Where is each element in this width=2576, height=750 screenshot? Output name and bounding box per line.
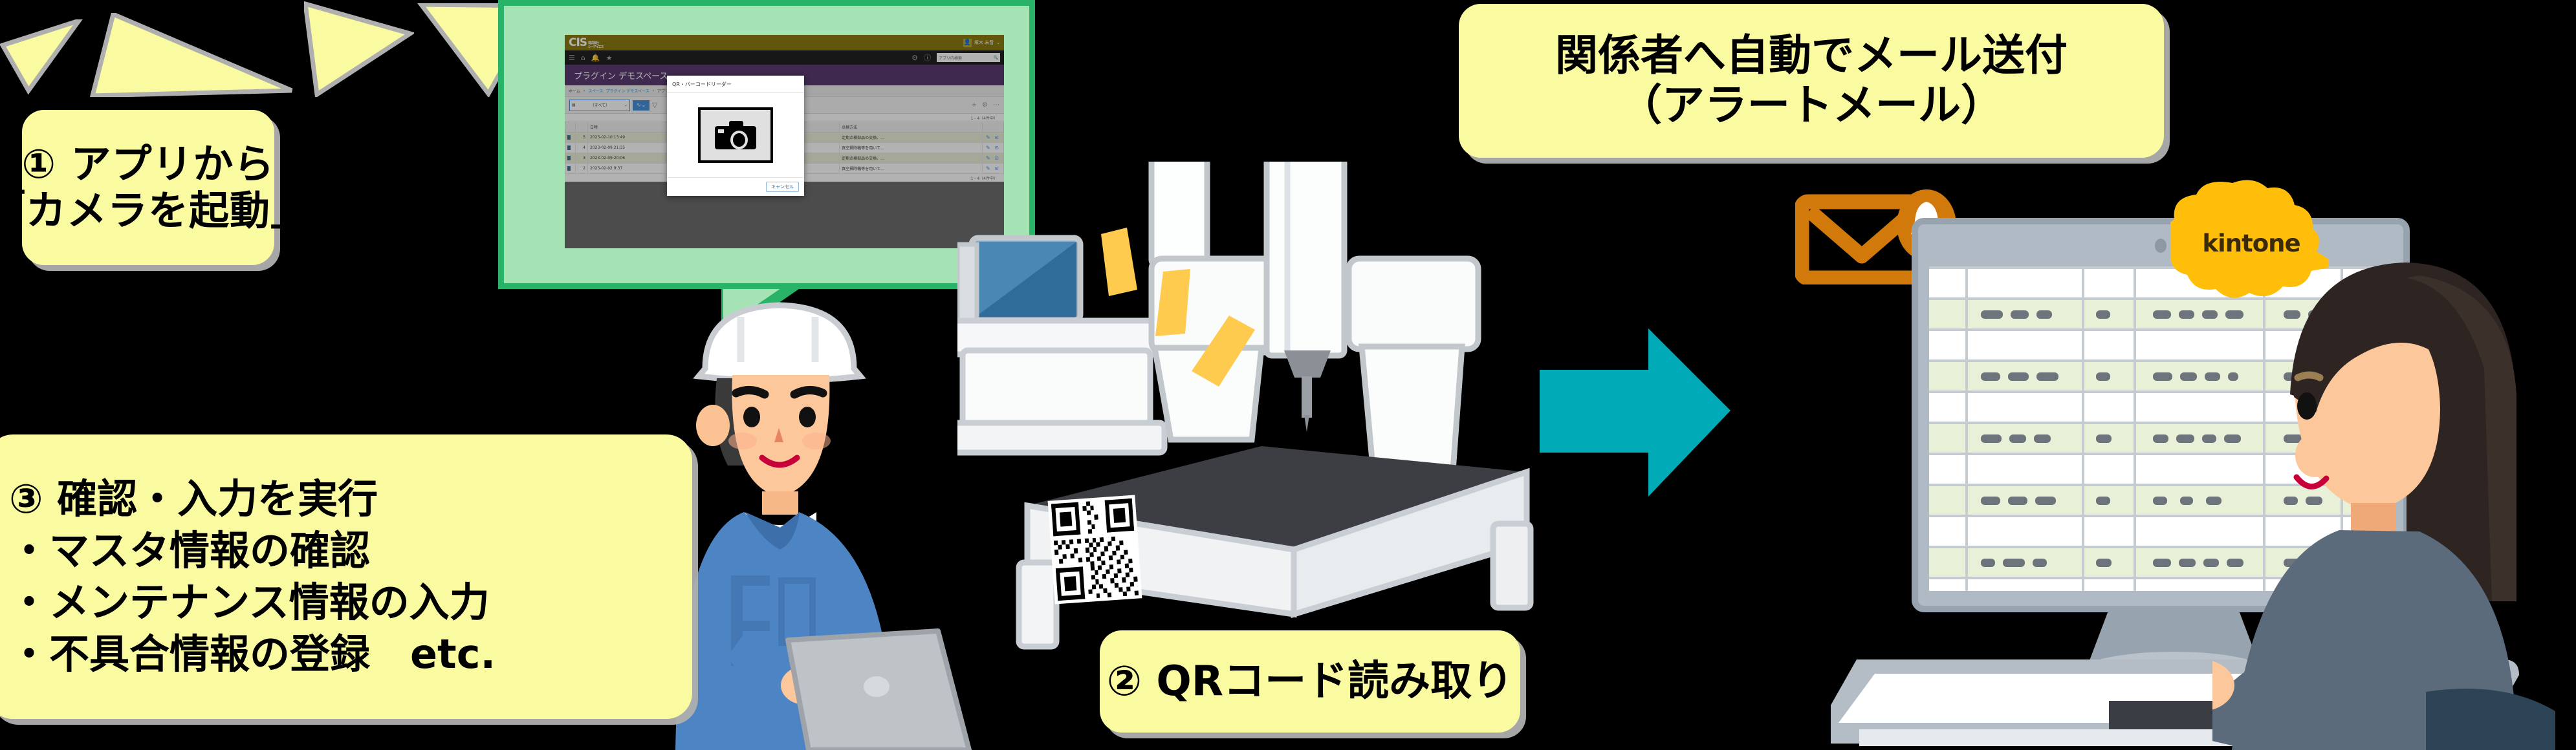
row-method: 定期点検部品の交換、… [839, 132, 983, 143]
search-input[interactable]: アプリ内検索 🔍 [937, 53, 1000, 62]
cancel-button[interactable]: キャンセル [766, 182, 799, 192]
step3-line-3: ・メンテナンス情報の入力 [9, 579, 490, 626]
step4-line-1: 関係者へ自動でメール送付 [1555, 30, 2068, 81]
qr-code-icon [1047, 495, 1142, 605]
app-global-nav: ☰ ⌂ 🔔 ★ ⚙ ⓘ アプリ内検索 🔍 [565, 50, 1004, 65]
row-status [565, 163, 576, 174]
user-menu[interactable]: 👤 塚木 未音 ⌄ [963, 38, 1000, 47]
chevron-down-icon[interactable]: ⌄ [624, 103, 628, 107]
col-status [565, 122, 576, 133]
breadcrumb-sep-2: › [652, 89, 655, 93]
row-status [565, 142, 576, 153]
menu-icon[interactable]: ☰ [569, 53, 575, 62]
right-arrow-icon [1540, 328, 1730, 497]
row-no: 2 [575, 163, 588, 174]
graph-icon[interactable]: ∿⌄ [633, 100, 649, 111]
row-no: 5 [575, 132, 588, 143]
coordinate-measuring-machine-illustration [957, 162, 1534, 650]
modal-footer: キャンセル [667, 177, 804, 196]
cis-logo-text: CIS [569, 36, 587, 49]
view-select[interactable]: ▤ （すべて） ⌄ [569, 99, 630, 111]
row-actions[interactable]: ✎ ⊙ [982, 132, 1004, 143]
ellipsis-icon[interactable]: ⋯ [993, 102, 999, 109]
cis-logo: CIS 株式会社 シーアイエス [569, 36, 604, 49]
step2-callout: ② QRコード読み取り [1100, 630, 1520, 733]
plus-icon[interactable]: + [971, 102, 977, 109]
view-select-value: （すべて） [590, 103, 609, 108]
row-no: 4 [575, 142, 588, 153]
breadcrumb-sep-1: › [583, 89, 585, 93]
step4-line-2: （アラートメール） [1619, 80, 2003, 130]
step2-line-1: ② QRコード読み取り [1106, 657, 1514, 705]
modal-body [667, 93, 804, 177]
row-actions[interactable]: ✎ ⊙ [982, 163, 1004, 174]
app-header: CIS 株式会社 シーアイエス 👤 塚木 未音 ⌄ [565, 35, 1004, 50]
kintone-badge [2170, 180, 2329, 298]
cis-logo-sub-top: 株式会社 [588, 41, 599, 45]
filter-icon[interactable]: ▽ [652, 101, 658, 109]
callout-3-tail [303, 1, 416, 98]
kintone-label: kintone [2202, 230, 2300, 257]
row-status [565, 153, 576, 164]
col-method: 点検方法 [839, 122, 983, 133]
table-icon: ▤ [572, 103, 576, 107]
woman-at-pc-illustration [2212, 262, 2555, 750]
callout-2-tail [89, 11, 293, 98]
camera-preview[interactable] [698, 107, 773, 163]
search-icon[interactable]: 🔍 [993, 55, 998, 60]
row-status [565, 132, 576, 143]
bell-icon[interactable]: 🔔 [591, 53, 600, 62]
search-placeholder: アプリ内検索 [939, 56, 963, 61]
cis-logo-subtext: 株式会社 シーアイエス [588, 41, 604, 49]
camera-icon [715, 121, 756, 149]
col-actions [982, 122, 1004, 133]
help-icon[interactable]: ⓘ [924, 54, 931, 62]
step4-callout: 関係者へ自動でメール送付 （アラートメール） [1459, 4, 2164, 158]
kintone-app-screenshot: CIS 株式会社 シーアイエス 👤 塚木 未音 ⌄ ☰ ⌂ 🔔 ★ ⚙ ⓘ アプ… [565, 35, 1004, 248]
step1-line-1: ① アプリから [21, 140, 275, 188]
row-no: 3 [575, 153, 588, 164]
gear-icon[interactable]: ⚙ [911, 53, 918, 62]
step3-line-2: ・マスタ情報の確認 [9, 527, 371, 575]
star-icon[interactable]: ★ [606, 53, 613, 62]
qr-reader-modal: QR・バーコードリーダー キャンセル [667, 76, 804, 196]
modal-title: QR・バーコードリーダー [667, 76, 804, 93]
row-method: 真空掃除機等を用いて… [839, 163, 983, 174]
breadcrumb-space[interactable]: スペース: プラグイン デモスペース [588, 89, 649, 94]
step3-line-1: ③ 確認・入力を実行 [9, 475, 378, 523]
row-actions[interactable]: ✎ ⊙ [982, 142, 1004, 153]
col-no [575, 122, 588, 133]
home-icon[interactable]: ⌂ [580, 53, 585, 62]
cis-logo-sub-bottom: シーアイエス [588, 45, 604, 49]
step1-callout: ① アプリから 「カメラを起動」 [0, 110, 311, 265]
chevron-down-icon[interactable]: ⌄ [996, 40, 1000, 45]
worker-with-tablet-illustration [675, 302, 972, 750]
user-name: 塚木 未音 [974, 40, 994, 45]
row-method: 真空掃除機等を用いて… [839, 142, 983, 153]
breadcrumb-home[interactable]: ホーム [569, 89, 580, 94]
toolbar-right-icons: + ⚙ ⋯ [972, 102, 999, 109]
step1-line-2: 「カメラを起動」 [0, 187, 312, 234]
row-actions[interactable]: ✎ ⊙ [982, 153, 1004, 164]
step3-line-4: ・不具合情報の登録 etc. [9, 630, 496, 678]
step3-callout: ③ 確認・入力を実行 ・マスタ情報の確認 ・メンテナンス情報の入力 ・不具合情報… [0, 434, 692, 719]
row-method: 定期点検部品の交換、… [839, 153, 983, 164]
gear-icon[interactable]: ⚙ [982, 102, 988, 109]
user-icon: 👤 [963, 38, 972, 47]
callout-1-tail [0, 16, 85, 95]
